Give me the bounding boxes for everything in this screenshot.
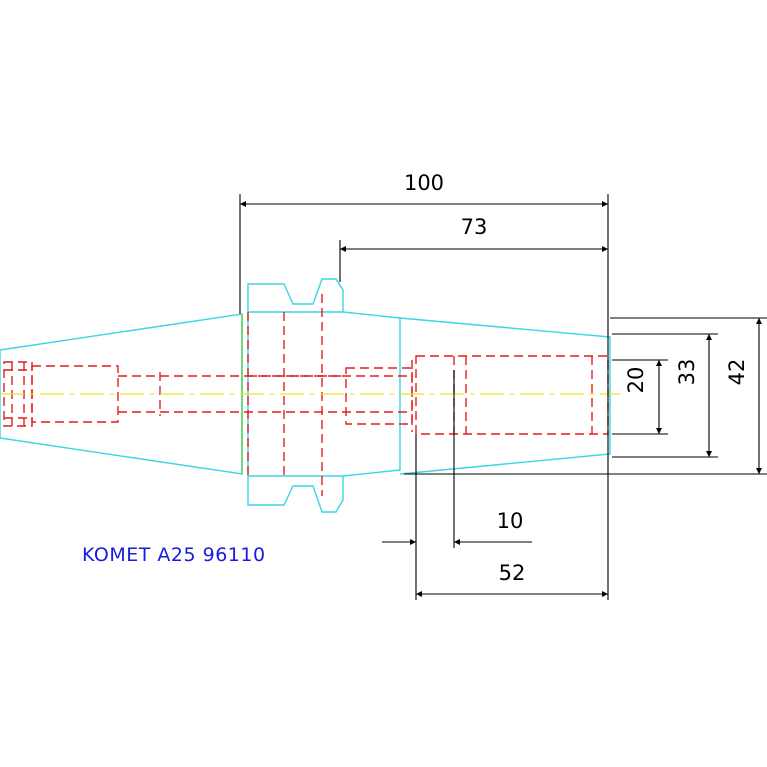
dim-overall-length: 100 — [404, 171, 444, 195]
part-label: KOMET A25 96110 — [82, 544, 266, 566]
dim-body-length: 73 — [461, 215, 488, 239]
dim-bore-diameter: 20 — [624, 367, 648, 394]
dimension-lines — [239, 194, 767, 600]
tool-holder-outline — [0, 278, 611, 513]
dim-bore-length: 52 — [499, 561, 526, 585]
dim-body-diameter: 33 — [675, 359, 699, 386]
dim-flange-diameter: 42 — [725, 359, 749, 386]
hidden-lines — [3, 294, 609, 496]
dim-bore-offset: 10 — [497, 509, 524, 533]
